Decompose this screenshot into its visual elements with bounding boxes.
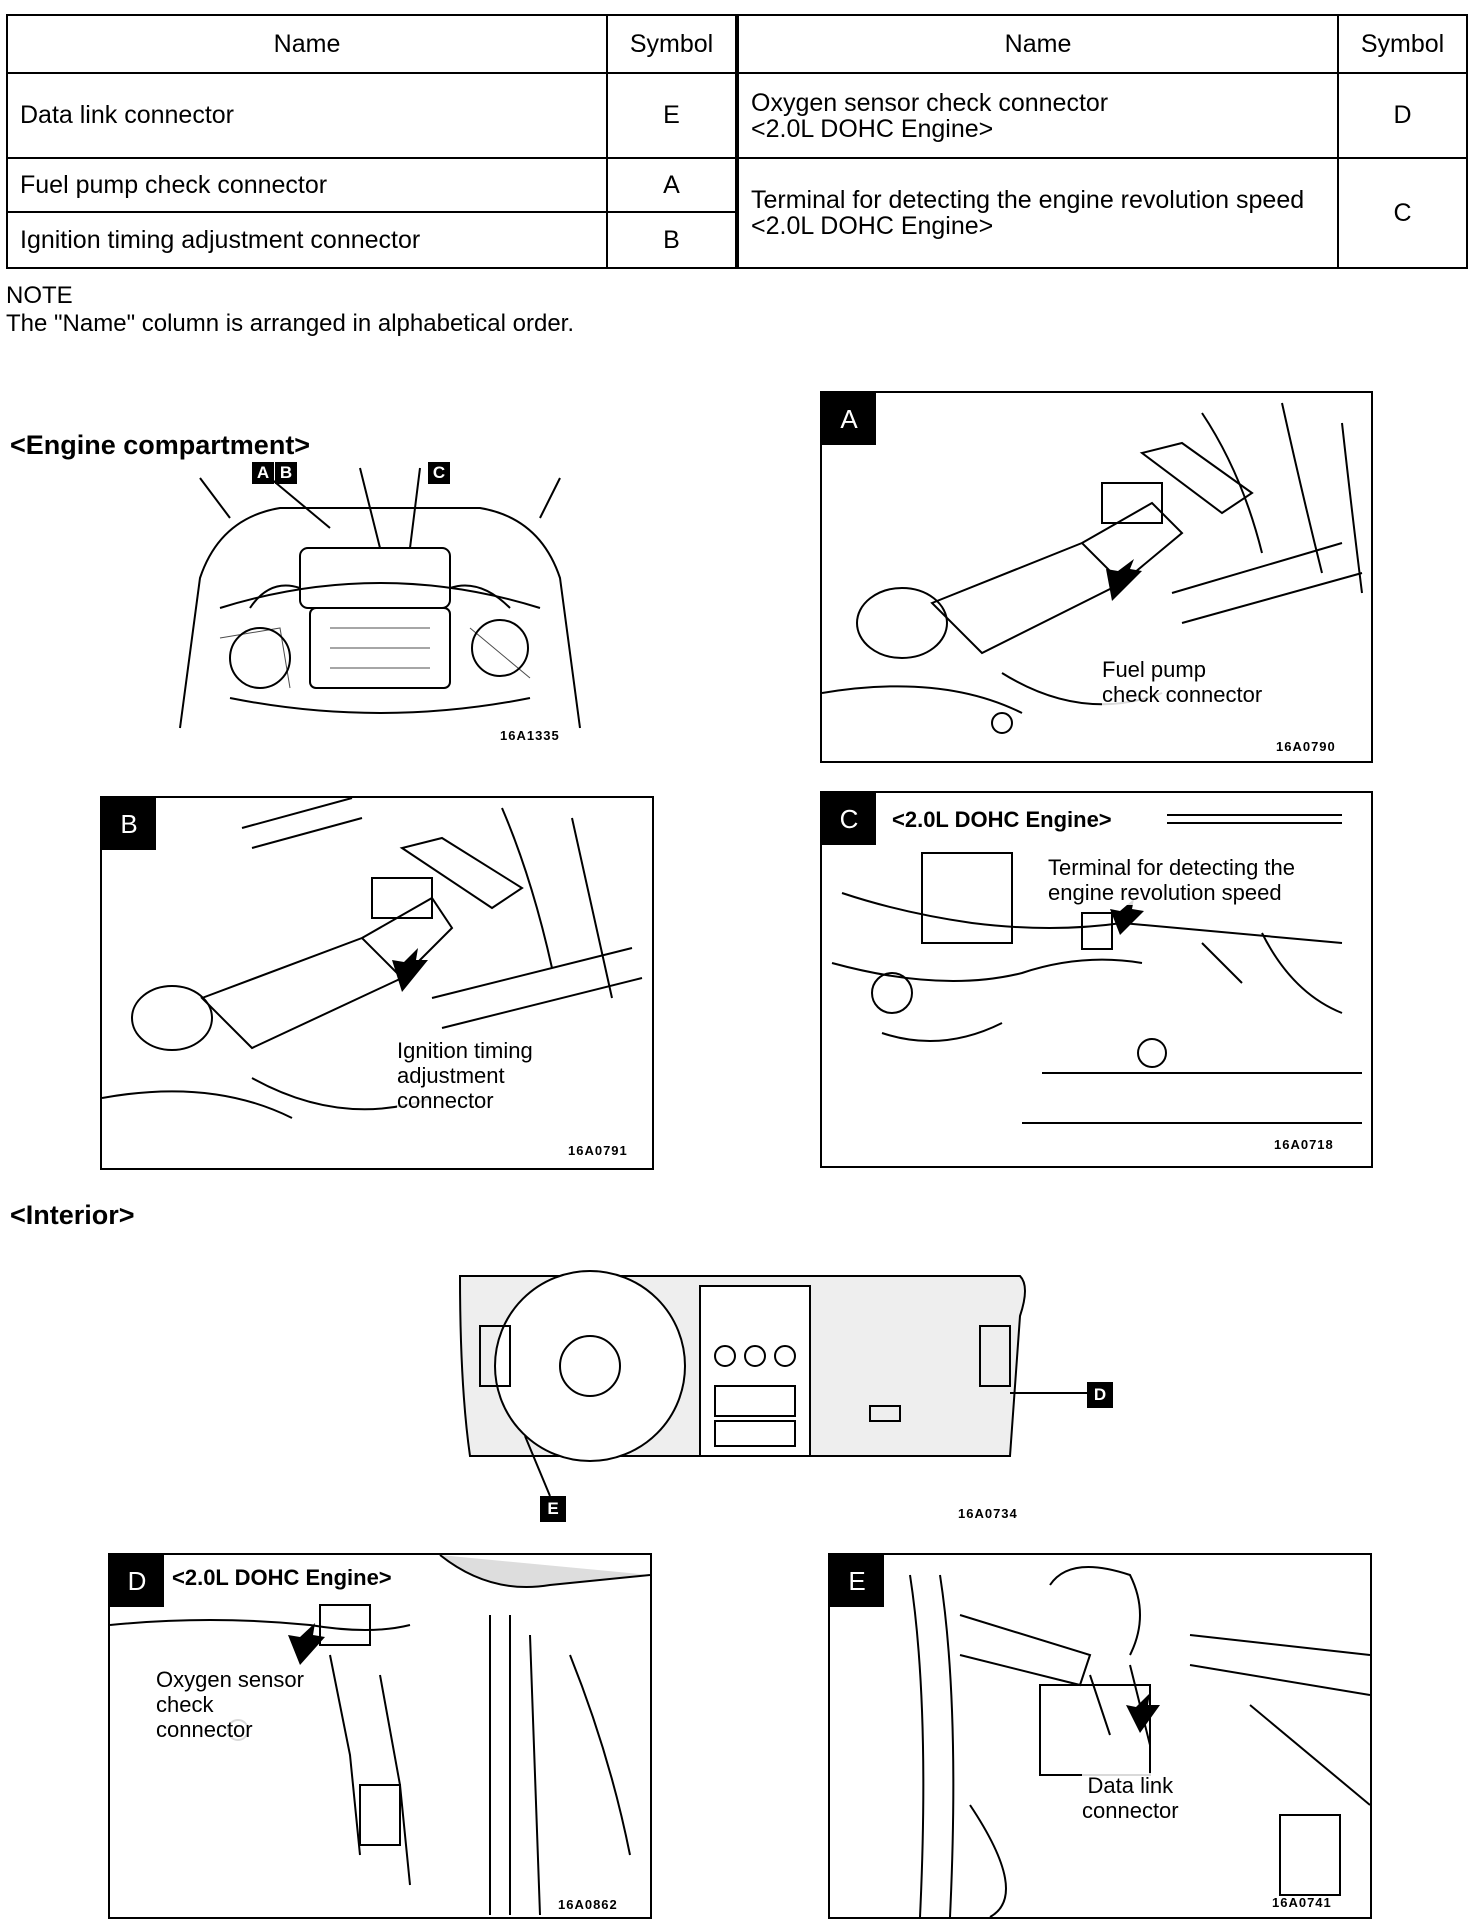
panel-tag-d: D — [110, 1555, 164, 1607]
ignition-area-drawing — [102, 798, 643, 1119]
figure-number: 16A0790 — [1276, 739, 1336, 754]
pointer-arrow — [1126, 1693, 1160, 1733]
overview-label-d: D — [1087, 1382, 1113, 1408]
row-name: Terminal for detecting the engine revolu… — [737, 157, 1339, 269]
table-row: Data link connector E — [6, 72, 737, 159]
column-header-symbol: Symbol — [606, 14, 737, 74]
column-header-symbol: Symbol — [1337, 14, 1468, 74]
engine-overview-illustration: A B C 16A1335 — [160, 458, 600, 748]
panel-tag-c: C — [822, 793, 876, 845]
callout-data-link: Data link connector — [1082, 1773, 1179, 1823]
table-header-row: Name Symbol — [737, 14, 1468, 74]
pointer-arrow — [1110, 899, 1144, 935]
engine-compartment-heading: <Engine compartment> — [10, 430, 311, 460]
detail-panel-a: A Fuel pump check connector 16A0790 — [820, 391, 1373, 763]
detail-panel-c: C <2.0L DOHC Engine> Terminal for detect… — [820, 791, 1373, 1168]
interior-overview-illustration: D E 16A0734 — [450, 1256, 1130, 1522]
revolution-terminal-drawing — [831, 814, 1362, 1124]
row-symbol: E — [606, 72, 737, 159]
panel-subtitle: <2.0L DOHC Engine> — [172, 1565, 392, 1590]
table-row: Ignition timing adjustment connector B — [6, 211, 737, 269]
note-title: NOTE — [6, 282, 73, 309]
table-header-row: Name Symbol — [6, 14, 737, 74]
dashboard-drawing — [458, 1270, 1087, 1497]
overview-label-c: C — [428, 462, 450, 484]
figure-number: 16A0718 — [1274, 1137, 1334, 1152]
figure-number: 16A0734 — [958, 1506, 1018, 1521]
row-name: Oxygen sensor check connector <2.0L DOHC… — [737, 72, 1339, 159]
detail-panel-b: B Ignition timing adjustment connector 1… — [100, 796, 654, 1170]
table-row: Terminal for detecting the engine revolu… — [737, 157, 1468, 269]
row-name: Ignition timing adjustment connector — [6, 211, 608, 269]
row-symbol: D — [1337, 72, 1468, 159]
callout-ignition-timing: Ignition timing adjustment connector — [397, 1038, 533, 1113]
connector-table-right: Name Symbol Oxygen sensor check connecto… — [737, 14, 1468, 269]
figure-number: 16A0791 — [568, 1143, 628, 1158]
row-name: Fuel pump check connector — [6, 157, 608, 213]
callout-oxygen-sensor: Oxygen sensor check connector — [156, 1667, 304, 1742]
panel-tag-e: E — [830, 1555, 884, 1607]
pointer-arrow — [1106, 559, 1142, 601]
fuel-pump-area-drawing — [822, 402, 1363, 734]
pointer-arrow — [288, 1623, 325, 1665]
engine-bay-drawing — [179, 467, 581, 729]
overview-label-a: A — [252, 462, 274, 484]
detail-panel-d: D <2.0L DOHC Engine> Oxygen sensor check… — [108, 1553, 652, 1919]
table-row: Fuel pump check connector A — [6, 157, 737, 213]
row-symbol: C — [1337, 157, 1468, 269]
data-link-drawing — [909, 1566, 1370, 1917]
callout-fuel-pump: Fuel pump check connector — [1102, 657, 1263, 707]
connector-table-left: Name Symbol Data link connector E Fuel p… — [6, 14, 737, 269]
overview-label-b: B — [275, 462, 297, 484]
pointer-arrow — [392, 948, 428, 992]
detail-panel-e: E Data link connector 16A0741 — [828, 1553, 1372, 1919]
callout-revolution-terminal: Terminal for detecting the engine revolu… — [1048, 855, 1296, 905]
figure-number: 16A0741 — [1272, 1895, 1332, 1910]
row-symbol: A — [606, 157, 737, 213]
row-name: Data link connector — [6, 72, 608, 159]
overview-label-e: E — [540, 1496, 566, 1522]
column-header-name: Name — [6, 14, 608, 74]
panel-subtitle: <2.0L DOHC Engine> — [892, 807, 1112, 832]
panel-tag-a: A — [822, 393, 876, 445]
figure-number: 16A1335 — [500, 728, 560, 743]
column-header-name: Name — [737, 14, 1339, 74]
figure-number: 16A0862 — [558, 1897, 618, 1912]
note-text: The "Name" column is arranged in alphabe… — [6, 310, 575, 337]
table-row: Oxygen sensor check connector <2.0L DOHC… — [737, 72, 1468, 159]
row-symbol: B — [606, 211, 737, 269]
oxygen-sensor-drawing — [110, 1555, 650, 1916]
interior-heading: <Interior> — [10, 1200, 135, 1230]
panel-tag-b: B — [102, 798, 156, 850]
